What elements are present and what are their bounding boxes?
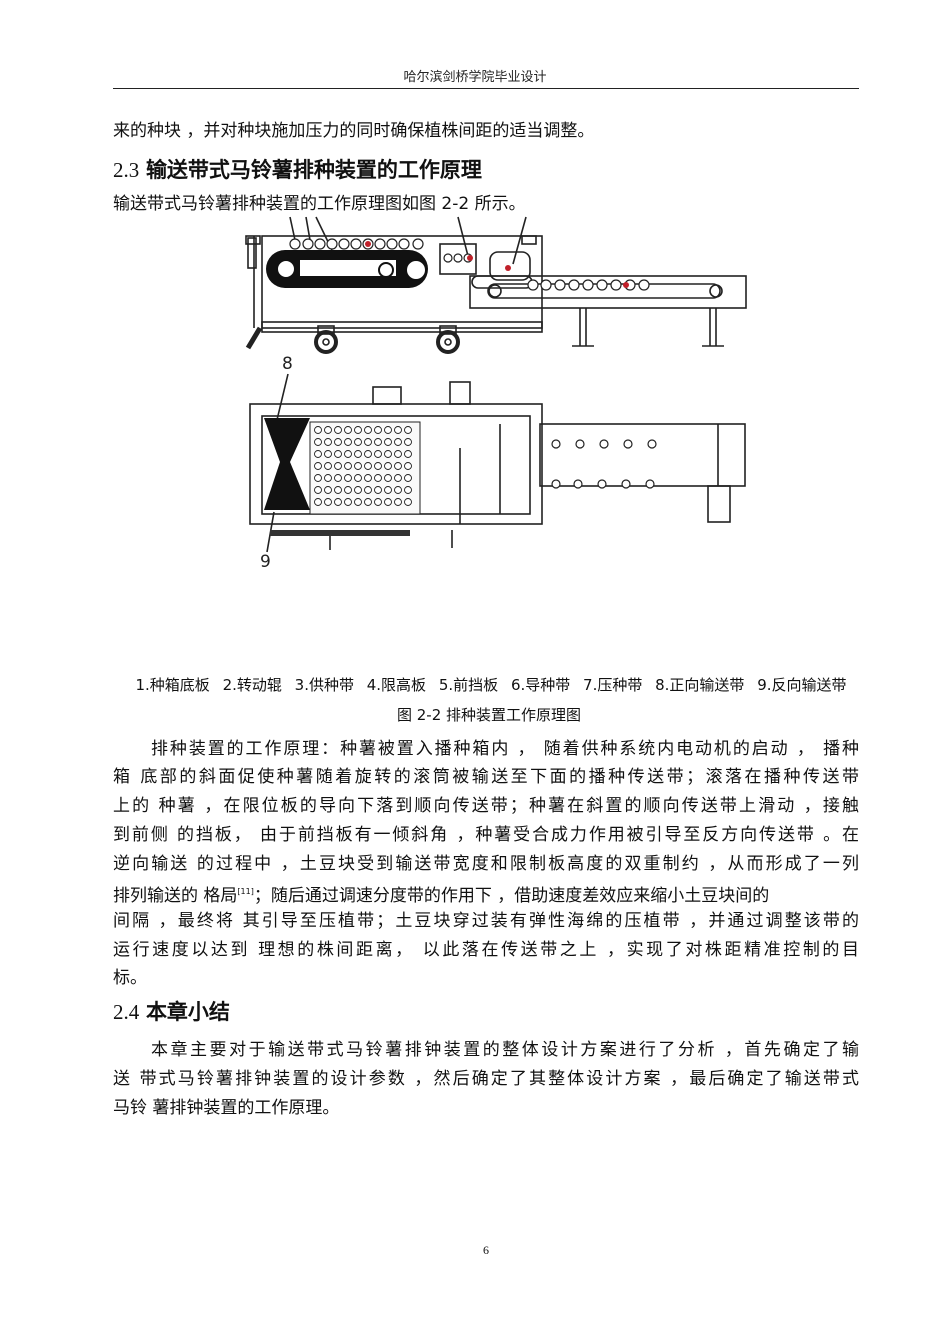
section-title: 输送带式马铃薯排种装置的工作原理 (145, 158, 482, 182)
legend-item: 5.前挡板 (438, 676, 499, 694)
paragraph-line: 逆向输送 的过程中 ，土豆块受到输送带宽度和限制板高度的双重制约 ，从而形成了一… (113, 854, 859, 874)
paragraph-line: 箱 底部的斜面促使种薯随着旋转的滚筒被输送至下面的播种传送带；滚落在播种传送带 (113, 767, 859, 787)
legend-item: 3.供种带 (294, 676, 354, 694)
paragraph-text: 排列输送的 格局 (113, 886, 238, 906)
legend-item: 7.压种带 (583, 676, 643, 694)
paragraph-text: ；随后通过调速分度带的作用下 ，借助速度差效应来缩小土豆块间的 (253, 886, 770, 906)
section-number: 2.4 (113, 1000, 140, 1024)
figure-lead-sentence: 输送带式马铃薯排种装置的工作原理图如图 2-2 所示。 (113, 194, 526, 214)
section-heading-2-4: 2.4 本章小结 (113, 996, 230, 1026)
section-number: 2.3 (113, 158, 140, 182)
paragraph-line: 标。 (113, 968, 147, 988)
continued-text-line: 来的种块 ，并对种块施加压力的同时确保植株间距的适当调整。 (113, 121, 595, 141)
legend-item: 6.导种带 (510, 676, 571, 694)
citation-marker: [11] (237, 887, 254, 896)
paragraph-line: 运行速度以达到 理想的株间距离， 以此落在传送带之上 ，实现了对株距精准控制的目 (113, 940, 859, 960)
section-heading-2-3: 2.3 输送带式马铃薯排种装置的工作原理 (113, 154, 482, 184)
legend-item: 8.正向输送带 (655, 676, 745, 694)
figure-caption: 图 2-2 排种装置工作原理图 (396, 706, 582, 724)
paragraph-line: 排种装置的工作原理：种薯被置入播种箱内 ， 随着供种系统内电动机的启动 ， 播种 (151, 739, 859, 759)
legend-item: 4.限高板 (366, 676, 427, 694)
summary-line: 马铃 薯排钟装置的工作原理。 (113, 1098, 340, 1118)
summary-line: 本章主要对于输送带式马铃薯排钟装置的整体设计方案进行了分析 ，首先确定了输 (151, 1040, 859, 1060)
machine-schematic: 8 9 (245, 216, 747, 572)
legend-item: 9.反向输送带 (757, 676, 847, 694)
paragraph-line: 上的 种薯 ，在限位板的导向下落到顺向传送带；种薯在斜置的顺向传送带上滑动 ，接… (113, 796, 859, 816)
running-header: 哈尔滨剑桥学院毕业设计 (403, 70, 547, 85)
header-divider (113, 88, 859, 89)
callout-9: 9 (260, 552, 271, 572)
section-title: 本章小结 (145, 1000, 230, 1024)
summary-line: 送 带式马铃薯排钟装置的设计参数 ，然后确定了其整体设计方案 ，最后确定了输送带… (113, 1069, 859, 1089)
paragraph-line: 间隔 ，最终将 其引导至压植带；土豆块穿过装有弹性海绵的压植带 ，并通过调整该带… (113, 911, 859, 931)
paragraph-line: 排列输送的 格局[11]；随后通过调速分度带的作用下 ，借助速度差效应来缩小土豆… (113, 882, 859, 906)
legend-item: 1.种箱底板 (135, 676, 210, 694)
figure-legend: 1.种箱底板 2.转动辊 3.供种带 4.限高板 5.前挡板 6.导种带 7.压… (0, 674, 950, 695)
paragraph-line: 到前侧 的挡板， 由于前挡板有一倾斜角 ，种薯受合成力作用被引导至反方向传送带 … (113, 825, 859, 845)
callout-8: 8 (282, 354, 293, 374)
legend-item: 2.转动辊 (222, 676, 282, 694)
page-number: 6 (483, 1243, 489, 1257)
figure-2-2-diagram: 8 9 (240, 212, 760, 582)
